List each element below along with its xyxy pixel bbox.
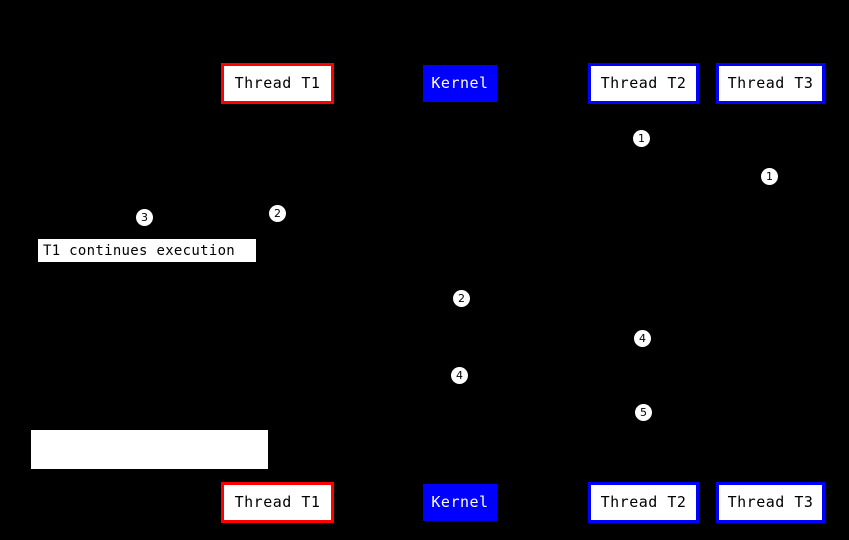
participant-thread-t3-top[interactable]: Thread T3: [716, 63, 825, 104]
participant-kernel-top[interactable]: Kernel: [423, 65, 497, 102]
step-badge-3-thread-t1: 3: [136, 209, 153, 226]
participant-label: Thread T2: [600, 74, 687, 92]
participant-kernel-bottom[interactable]: Kernel: [423, 484, 497, 521]
step-badge-number: 4: [639, 332, 646, 345]
step-badge-1-thread-t2: 1: [633, 130, 650, 147]
participant-thread-t2-top[interactable]: Thread T2: [588, 63, 699, 104]
lifeline-thread-t3: [770, 104, 771, 482]
note-t1-continues-execution: T1 continues execution: [37, 238, 257, 263]
participant-label: Thread T1: [234, 74, 321, 92]
step-badge-5-thread-t2: 5: [635, 404, 652, 421]
step-badge-number: 4: [456, 369, 463, 382]
participant-thread-t2-bottom[interactable]: Thread T2: [588, 482, 699, 523]
step-badge-1-thread-t3: 1: [761, 168, 778, 185]
note-blank: [31, 430, 268, 469]
step-badge-number: 1: [638, 132, 645, 145]
step-badge-number: 2: [274, 207, 281, 220]
participant-thread-t1-top[interactable]: Thread T1: [221, 63, 334, 104]
participant-label: Kernel: [431, 74, 489, 92]
step-badge-number: 2: [458, 292, 465, 305]
step-badge-4-thread-t2: 4: [634, 330, 651, 347]
step-badge-number: 1: [766, 170, 773, 183]
step-badge-4-kernel: 4: [451, 367, 468, 384]
participant-label: Kernel: [431, 493, 489, 511]
participant-label: Thread T3: [727, 493, 814, 511]
step-badge-number: 3: [141, 211, 148, 224]
participant-thread-t1-bottom[interactable]: Thread T1: [221, 482, 334, 523]
note-text: T1 continues execution: [43, 242, 236, 259]
step-badge-2-thread-t1: 2: [269, 205, 286, 222]
step-badge-2-kernel: 2: [453, 290, 470, 307]
participant-label: Thread T3: [727, 74, 814, 92]
participant-label: Thread T1: [234, 493, 321, 511]
participant-thread-t3-bottom[interactable]: Thread T3: [716, 482, 825, 523]
participant-label: Thread T2: [600, 493, 687, 511]
lifeline-thread-t2: [643, 104, 644, 482]
step-badge-number: 5: [640, 406, 647, 419]
lifeline-thread-t1: [277, 104, 278, 483]
